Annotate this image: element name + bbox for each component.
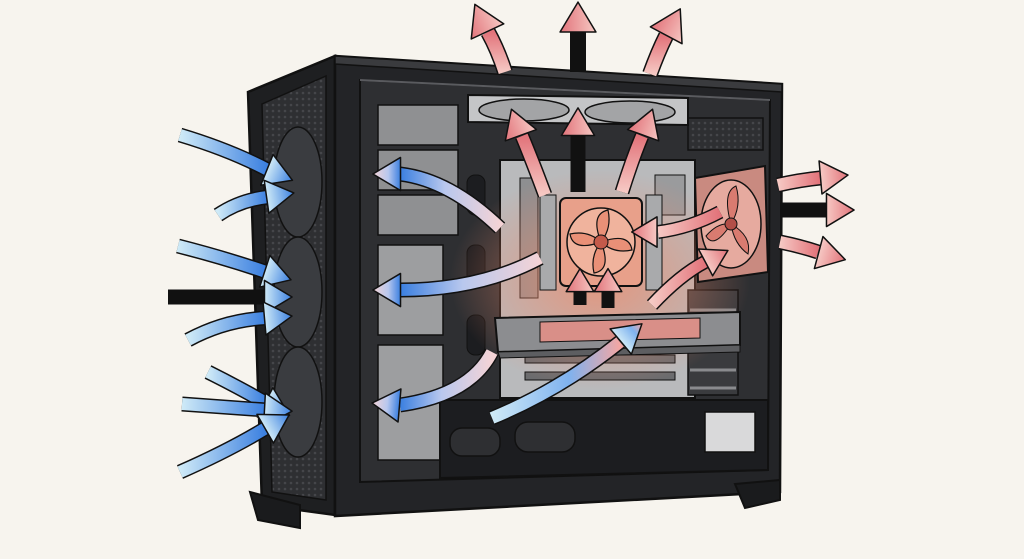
top-exhaust-arrow-2 <box>559 1 597 72</box>
airflow-arrows <box>168 1 855 479</box>
cpu-fan-hub <box>593 234 609 250</box>
rear-top-vent <box>687 117 764 151</box>
psu-vent <box>704 411 756 453</box>
fan-icon <box>478 98 570 122</box>
internal-hot-arrow-4 <box>565 267 595 305</box>
rear-exhaust-arrow-2 <box>780 192 855 228</box>
psu-shroud <box>439 399 769 480</box>
internal-cool-arrow-3 <box>371 348 499 423</box>
cpu-tower-cooler <box>539 194 663 291</box>
shroud-vent-1 <box>449 427 501 457</box>
internal-hot-arrow-5 <box>593 267 623 308</box>
shroud-vent-2 <box>514 421 576 453</box>
intake-arrow-3 <box>176 238 292 288</box>
fan-icon <box>569 209 633 274</box>
drive-bay-1 <box>377 104 459 146</box>
intake-arrow-1 <box>177 127 294 187</box>
internal-cool-arrow-2 <box>372 251 544 308</box>
case-foot-front <box>248 490 301 530</box>
intake-arrow-5 <box>184 301 293 347</box>
internal-hot-arrow-7 <box>646 248 729 310</box>
internal-hot-arrow-6 <box>631 205 724 248</box>
rear-exhaust-arrow-1 <box>776 160 849 195</box>
rear-fan-blades <box>705 185 750 255</box>
internal-hot-arrow-3 <box>614 108 660 195</box>
drive-bay-3 <box>377 194 459 236</box>
case-foot-rear <box>733 478 781 510</box>
intake-arrow-2 <box>213 179 295 222</box>
glass-edge <box>359 79 771 101</box>
internal-cool-arrow-4 <box>489 323 643 425</box>
fan-icon <box>584 100 676 124</box>
intake-arrow-8 <box>176 413 290 479</box>
case-top-edge <box>334 55 783 93</box>
cpu-heatsink-fins <box>539 194 557 291</box>
top-exhaust-arrow-3 <box>642 8 683 77</box>
top-exhaust-arrow-1 <box>470 3 513 75</box>
internal-cool-arrow-1 <box>372 156 506 234</box>
internal-hot-arrow-1 <box>504 108 553 198</box>
rear-exhaust-arrow-3 <box>778 234 847 270</box>
internal-hot-arrow-2 <box>560 107 596 192</box>
